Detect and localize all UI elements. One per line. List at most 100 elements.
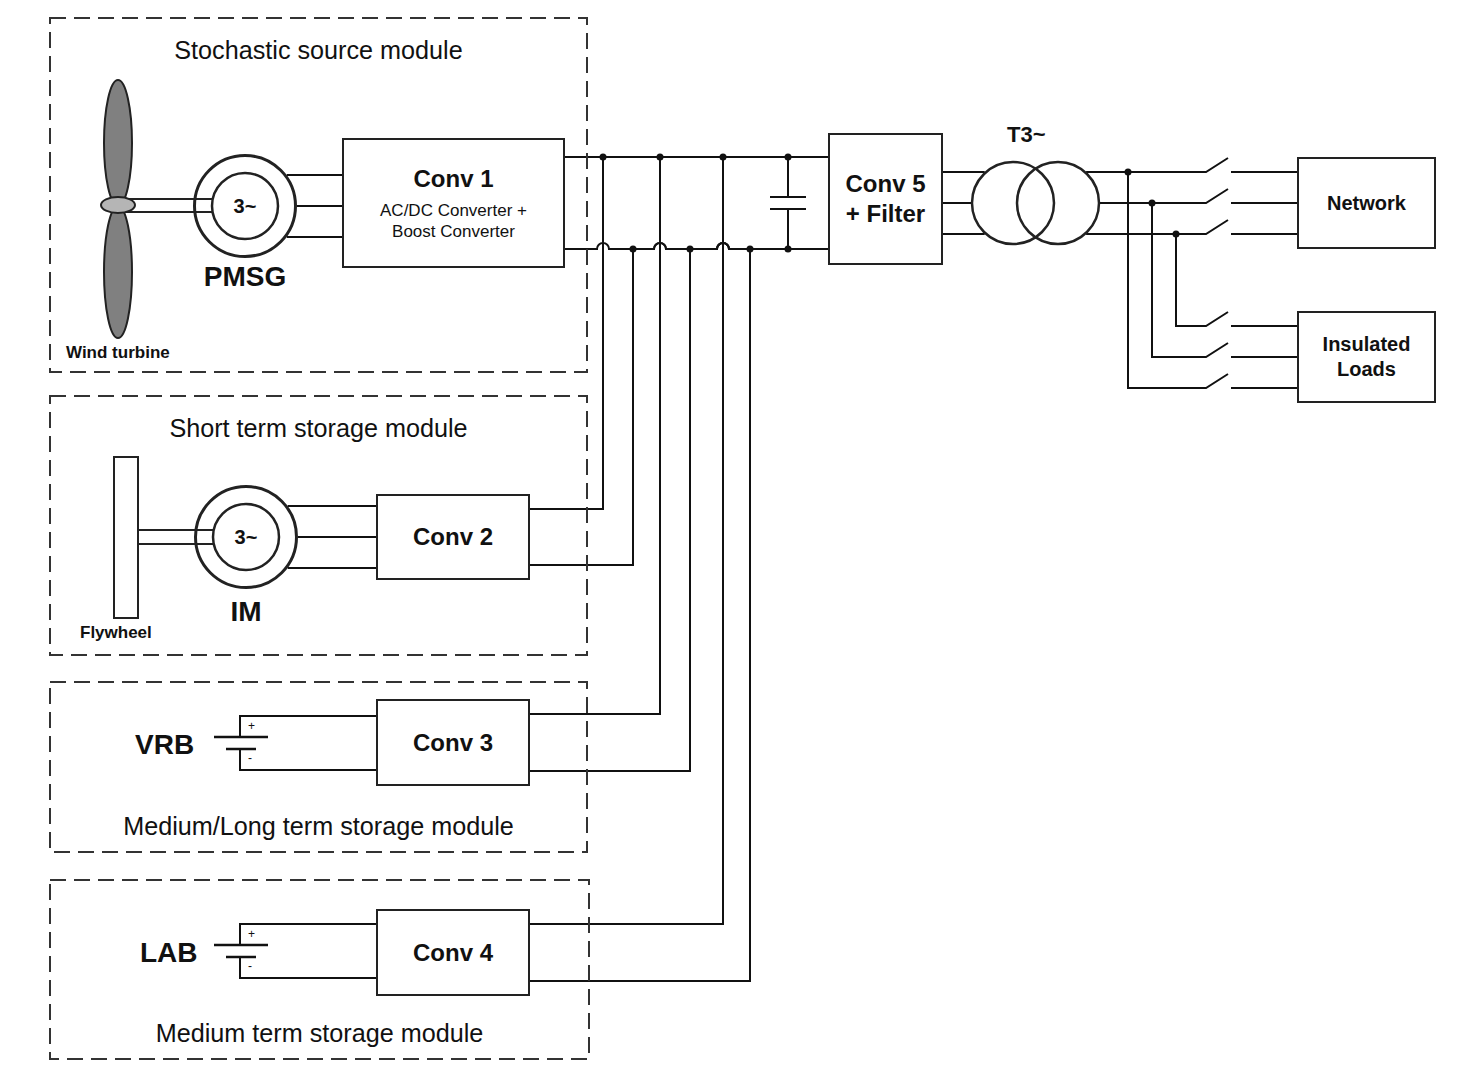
battery-wire (240, 924, 376, 978)
wire (1086, 220, 1297, 234)
junction-dot (747, 246, 754, 253)
junction-dot (657, 154, 664, 161)
power-line (1086, 158, 1297, 234)
junction-dot (1125, 169, 1132, 176)
generator-symbol: 3~PMSG (193, 154, 297, 258)
wire (943, 202, 971, 204)
wind-turbine (101, 80, 214, 338)
module-title: Medium/Long term storage module (49, 811, 588, 841)
dashed-border (50, 396, 587, 655)
wire (530, 243, 828, 771)
stator-circle (195, 156, 296, 257)
rotor-circle (213, 504, 279, 570)
grid-box: Network (1297, 157, 1436, 249)
turbine-blade (104, 206, 132, 338)
part-label: Flywheel (80, 623, 152, 643)
stator-circle (196, 487, 297, 588)
junction-dot (600, 154, 607, 161)
load-box: Insulated Loads (1297, 311, 1436, 403)
power-line (565, 157, 828, 249)
module-title: Medium term storage module (49, 1018, 590, 1048)
converter-box: Conv 5 + Filter (828, 133, 943, 265)
module-region: Medium term storage module Conv 4 (49, 879, 590, 1060)
wire (530, 157, 828, 714)
machine-name: IM (134, 597, 358, 628)
box-title: Conv 2 (413, 522, 493, 552)
winding-circle (972, 162, 1054, 244)
wire (530, 157, 828, 509)
flywheel-shaft (138, 530, 214, 544)
wire (1086, 172, 1297, 388)
machine-name: PMSG (133, 262, 357, 293)
wire (288, 567, 376, 569)
phase-mark: 3~ (234, 196, 257, 216)
junction-dot (1149, 200, 1156, 207)
box-title: Conv 4 (413, 938, 493, 968)
box-title: Conv 3 (413, 728, 493, 758)
wire (943, 233, 985, 235)
power-line (530, 154, 828, 566)
module-region: Stochastic source module3~PMSGConv 1AC/D… (49, 17, 588, 373)
converter-box: Conv 3 (376, 699, 530, 786)
converter-box: Conv 2 (376, 494, 530, 580)
battery-label: LAB (140, 937, 198, 969)
polarity-mark: + (248, 928, 255, 942)
power-line (288, 506, 376, 568)
box-title: Network (1327, 191, 1406, 216)
dashed-border (50, 682, 587, 852)
winding-circle (1017, 162, 1099, 244)
transformer-name: T3~ (1007, 121, 1046, 149)
wire (1086, 158, 1297, 172)
junction-dot (687, 246, 694, 253)
rotor-circle (212, 173, 278, 239)
machine-symbol: 3~IM (194, 485, 298, 589)
wire (530, 157, 828, 924)
dashed-border (50, 18, 587, 372)
wire (298, 536, 376, 538)
flywheel-symbol (114, 457, 214, 618)
wire (530, 243, 828, 565)
wire (1100, 189, 1297, 203)
polarity-mark: + (248, 720, 255, 734)
box-body: AC/DC Converter + Boost Converter (379, 200, 529, 243)
part-label: Wind turbine (66, 343, 170, 363)
junction-dot (720, 154, 727, 161)
junction-dot (630, 246, 637, 253)
battery-label: VRB (135, 729, 194, 761)
converter-box: Conv 1 AC/DC Converter + Boost Converter (342, 138, 565, 268)
converter-box: Conv 4 (376, 909, 530, 996)
wire (297, 205, 342, 207)
polarity-mark: - (248, 960, 252, 974)
transformer-outline (971, 161, 1100, 245)
battery-plates (214, 737, 268, 749)
module-title: Short term storage module (49, 413, 588, 443)
module-region: Medium/Long term storage module Conv 3 (49, 681, 588, 853)
power-line (530, 154, 828, 982)
polarity-mark: - (248, 752, 252, 766)
transformer-symbol: T3~ (971, 161, 1100, 245)
box-title: Conv 1 (413, 164, 493, 194)
wire (1086, 234, 1297, 326)
box-title: Insulated Loads (1312, 332, 1422, 382)
box-title: Conv 5 + Filter (838, 169, 933, 229)
power-line (1086, 169, 1297, 389)
module-title: Stochastic source module (49, 35, 588, 65)
wire (943, 171, 985, 173)
capacitor-symbol (770, 154, 806, 253)
dashed-border (50, 880, 589, 1059)
module-region: Short term storage module 3~IM Conv 2 (49, 395, 588, 656)
battery-plates (214, 945, 268, 957)
capacitor (770, 157, 806, 249)
turbine-hub (101, 197, 135, 213)
battery-symbol (214, 716, 376, 770)
wire (1100, 203, 1297, 357)
wire (287, 236, 342, 238)
battery-symbol (214, 924, 376, 978)
wire (287, 174, 342, 176)
battery-wire (240, 716, 376, 770)
wire (530, 249, 828, 981)
wire (288, 505, 376, 507)
flywheel-disc (114, 457, 138, 618)
junction-dot (1173, 231, 1180, 238)
